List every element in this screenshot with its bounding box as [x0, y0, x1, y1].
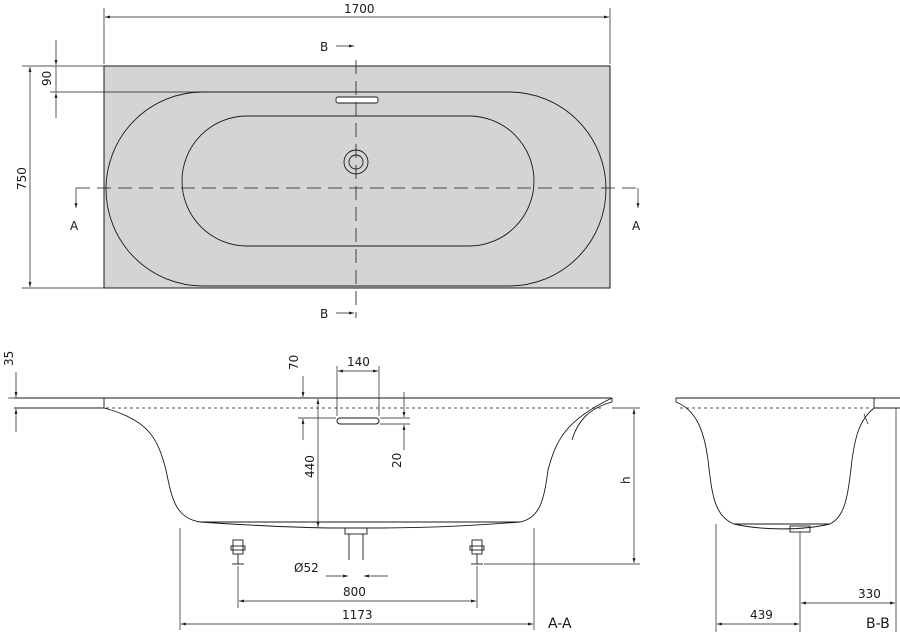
- dim-overflow-depth-label: 70: [287, 355, 301, 370]
- dim-330-label: 330: [858, 587, 881, 601]
- dim-depth-label: 750: [15, 167, 29, 190]
- dim-inner-depth-label: 440: [303, 455, 317, 478]
- dim-length-label: 1173: [342, 608, 373, 622]
- plan-view: A A B B 1700 750 90: [15, 2, 641, 321]
- dim-feet-spacing-label: 800: [343, 585, 366, 599]
- section-a-right-label: A: [632, 219, 641, 233]
- tub-profile-bb: [675, 401, 875, 525]
- section-bb-title: B-B: [866, 616, 890, 632]
- foot-left: [230, 539, 246, 565]
- dim-width-label: 1700: [344, 2, 375, 16]
- dim-rim-height-label: 35: [2, 351, 16, 366]
- section-b-bottom-label: B: [320, 307, 328, 321]
- dim-h-label: h: [619, 476, 633, 484]
- overflow-slot-plan: [335, 96, 379, 104]
- dim-drain-label: Ø52: [294, 561, 319, 575]
- section-a-a: 35 70 140 20 440 h Ø52 800: [2, 351, 640, 632]
- foot-right: [469, 539, 485, 565]
- dim-rim-label: 90: [40, 71, 54, 86]
- drain-section: [344, 527, 368, 535]
- tub-basin-plan: [181, 115, 535, 247]
- tub-profile-aa: [103, 397, 613, 523]
- section-aa-title: A-A: [548, 616, 572, 632]
- dim-439-label: 439: [750, 608, 773, 622]
- section-b-b: 330 439 B-B: [675, 397, 900, 632]
- dim-overflow-height-label: 20: [390, 453, 404, 468]
- section-a-left-label: A: [70, 219, 79, 233]
- dim-overflow-width-label: 140: [347, 355, 370, 369]
- overflow-section: [336, 417, 380, 425]
- section-b-top-label: B: [320, 40, 328, 54]
